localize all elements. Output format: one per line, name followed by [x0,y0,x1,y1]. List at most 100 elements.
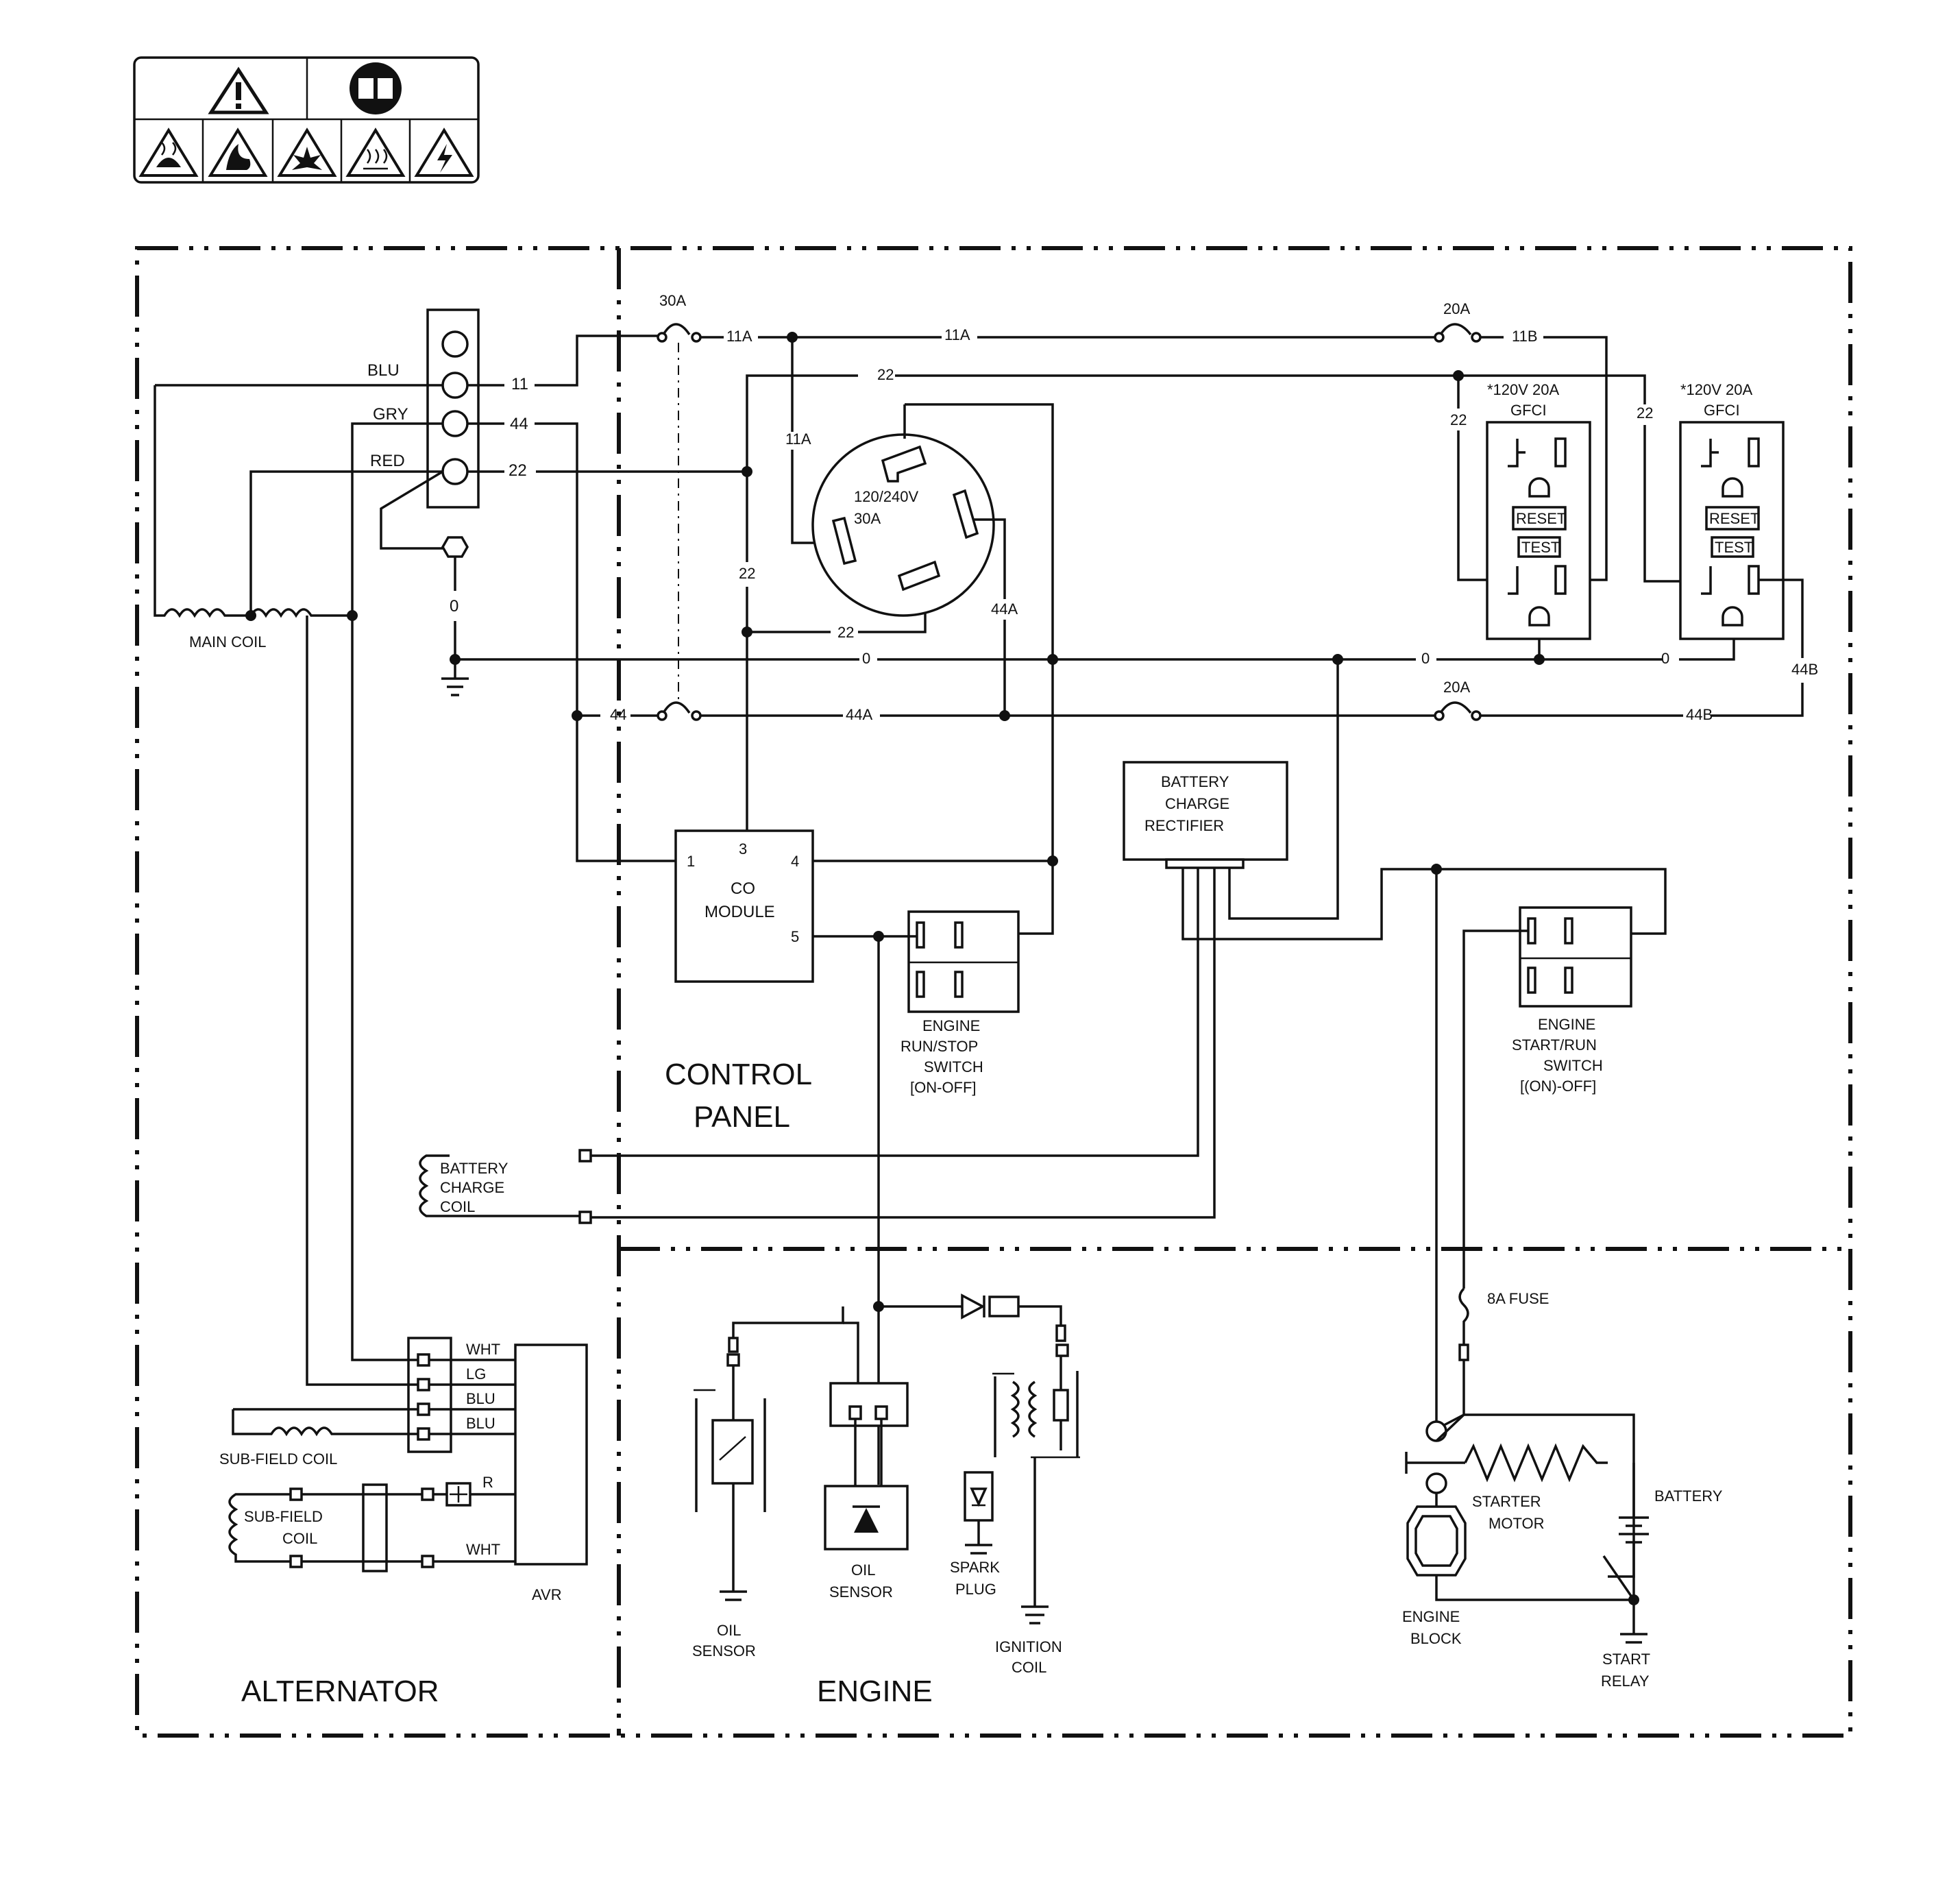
warning-triangle-icon [208,66,269,114]
breaker-20a-bottom [1434,701,1482,721]
wire-label-11: 11 [511,375,528,393]
wire-label-22-top: 22 [877,366,894,383]
fire-icon [208,127,268,177]
ignition-coil-label-line2: COIL [1012,1659,1046,1676]
twistlock-label-amps: 30A [854,510,881,527]
run-stop-label-line1: ENGINE [922,1017,980,1034]
main-coil [154,384,443,621]
oil-sensor-left-label-line2: SENSOR [692,1642,756,1659]
gfci-receptacle-1: RESET TEST [1486,421,1591,640]
starter-motor-label-line1: STARTER [1472,1493,1541,1510]
avr-wire-lg: LG [466,1365,486,1383]
sub-field-coil-bottom-label-line1: SUB-FIELD [244,1508,323,1525]
wire-color-blu: BLU [367,361,400,380]
wire-label-44-bus: 44 [610,706,626,723]
avr-label: AVR [532,1586,562,1603]
kill-diode [961,1293,1069,1357]
avr-terminal-r: R [482,1474,493,1491]
ignition-coil [992,1356,1080,1625]
run-stop-label-line3: SWITCH [924,1058,983,1075]
wire-label-44b-vertical: 44B [1791,661,1818,678]
rectifier-label-line1: BATTERY [1161,773,1229,790]
toxic-fumes-icon [138,127,199,177]
battery-label: BATTERY [1654,1487,1723,1505]
gfci2-label-rating: *120V 20A [1680,381,1753,398]
battery-charge-coil-label-line1: BATTERY [440,1160,509,1177]
hot-surface-icon [345,127,406,177]
explosion-icon [277,127,337,177]
engine-section-title: ENGINE [817,1675,933,1708]
control-panel-title-line2: PANEL [694,1100,790,1134]
spark-plug-label-line2: PLUG [955,1581,996,1598]
breaker-30a-bottom [657,701,702,721]
section-borders [135,246,1852,1738]
wire-label-0-gfci1: 0 [1421,650,1430,667]
wire-label-22: 22 [509,461,527,480]
run-stop-label-line4: [ON-OFF] [910,1079,977,1096]
avr-terminal-wht: WHT [466,1541,500,1558]
main-coil-label: MAIN COIL [189,633,266,650]
co-module-label-line1: CO [731,879,755,898]
co-module-pin-1: 1 [687,853,695,870]
rectifier-label-line2: CHARGE [1165,795,1229,812]
breaker-30a-label: 30A [659,292,686,309]
wire-label-22-gfci2: 22 [1637,404,1653,422]
electric-shock-icon [414,127,474,177]
wire-label-0-bus: 0 [862,650,870,667]
stator-terminal-block [426,308,480,558]
breaker-20a-bottom-label: 20A [1443,679,1470,696]
avr-wire-wht-top: WHT [466,1341,500,1358]
battery-charge-coil [419,1149,592,1224]
control-panel-title-line1: CONTROL [665,1058,812,1091]
run-stop-label-line2: RUN/STOP [901,1038,978,1055]
gfci2-label-type: GFCI [1704,402,1740,419]
wire-label-22-receptacle: 22 [837,624,854,641]
wire-label-11a-vertical: 11A [785,430,811,448]
safety-label [133,56,480,184]
wire-label-11a-2: 11A [944,326,970,343]
read-manual-icon [350,62,402,114]
wire-label-44a-receptacle: 44A [991,600,1018,618]
start-run-label-line4: [(ON)-OFF] [1520,1078,1596,1095]
spark-plug-label-line1: SPARK [950,1559,1000,1576]
sub-field-coil-bottom [228,1482,515,1572]
gfci1-label-type: GFCI [1510,402,1547,419]
twistlock-label-voltage: 120/240V [854,488,919,505]
wire-color-gry: GRY [373,405,408,424]
avr-module [407,1337,588,1566]
wire-label-44: 44 [510,415,528,433]
starter-motor [1405,1413,1635,1578]
gfci1-test-label: TEST [1521,539,1560,556]
wire-label-44a-bus: 44A [846,706,872,723]
wire-label-11b: 11B [1512,328,1538,345]
alternator-section-title: ALTERNATOR [241,1675,439,1708]
battery-charge-coil-label-line3: COIL [440,1198,475,1215]
breaker-30a-top [657,323,702,343]
breaker-20a-top-label: 20A [1443,300,1470,317]
wire-label-44b-bus: 44B [1686,706,1713,723]
breaker-20a-top [1434,323,1482,343]
engine-block-label-line2: BLOCK [1410,1630,1462,1647]
start-relay-label-line2: RELAY [1601,1673,1650,1690]
twistlock-receptacle-120-240v [811,433,995,617]
ignition-coil-label-line1: IGNITION [995,1638,1062,1655]
gfci2-reset-label: RESET [1709,510,1759,527]
start-run-label-line3: SWITCH [1543,1057,1603,1074]
sub-field-coil-top-label: SUB-FIELD COIL [219,1450,337,1468]
avr-wire-blu-2: BLU [466,1415,495,1432]
oil-sensor-middle-label-line2: SENSOR [829,1583,893,1601]
wire-color-red: RED [370,452,405,470]
co-module-label-line2: MODULE [705,903,775,921]
co-module [674,829,814,983]
co-module-pin-3: 3 [739,840,747,858]
wire-label-22-gfci1: 22 [1450,411,1467,428]
co-module-pin-5: 5 [791,928,799,945]
gfci1-label-rating: *120V 20A [1487,381,1560,398]
spark-plug [964,1471,994,1555]
sub-field-coil-bottom-label-line2: COIL [282,1530,317,1547]
gfci2-test-label: TEST [1715,539,1753,556]
gfci-receptacle-2: RESET TEST [1679,421,1785,640]
oil-sensor-middle-label-line1: OIL [851,1561,875,1579]
start-relay-label-line1: START [1602,1651,1650,1668]
